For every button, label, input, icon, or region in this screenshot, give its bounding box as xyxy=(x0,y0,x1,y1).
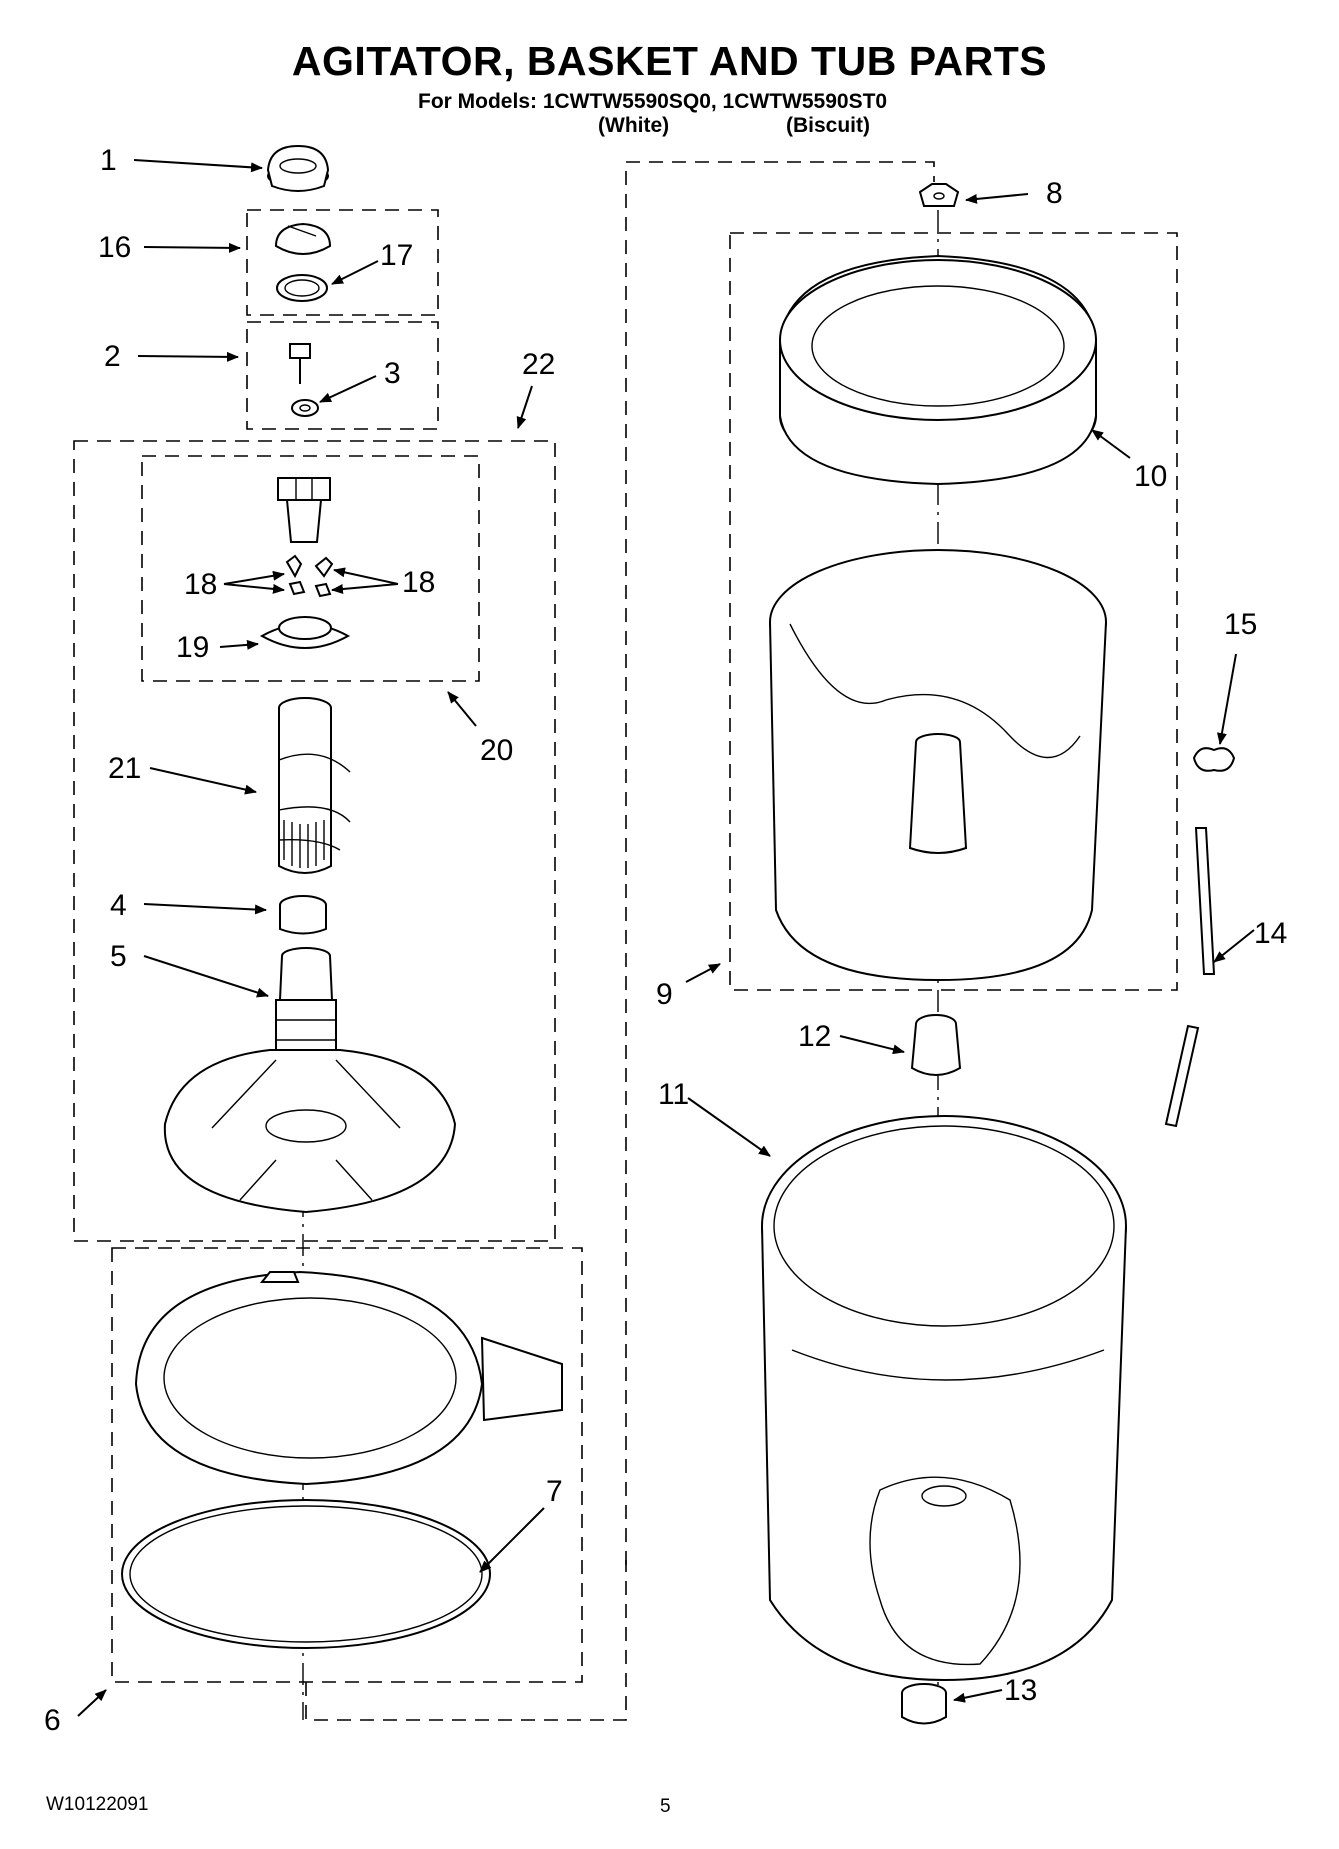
part-10-balance-ring xyxy=(779,254,1097,486)
part-5-drive-hub xyxy=(275,947,337,1061)
part-6-tub-ring xyxy=(134,1270,563,1486)
assembly-connector-line xyxy=(625,161,935,1565)
part-21-auger xyxy=(278,697,351,874)
callout-22: 22 xyxy=(522,348,555,381)
part-16-cap-insert xyxy=(274,222,332,255)
model-color-white: (White) xyxy=(598,114,670,137)
group-box-20 xyxy=(141,455,480,682)
callout-11: 11 xyxy=(658,1078,689,1111)
model-color-biscuit: (Biscuit) xyxy=(786,114,870,137)
callout-15: 15 xyxy=(1224,608,1257,641)
callout-18-left: 18 xyxy=(184,568,217,601)
part-18-dogs xyxy=(285,554,334,598)
callout-14: 14 xyxy=(1254,917,1287,950)
callout-21: 21 xyxy=(108,752,141,785)
callout-1: 1 xyxy=(100,144,117,177)
group-box-16-17 xyxy=(246,209,439,316)
page-number: 5 xyxy=(660,1796,671,1817)
callout-18-right: 18 xyxy=(402,566,435,599)
group-box-2-3 xyxy=(246,321,439,430)
leader-arrows xyxy=(77,159,1255,1717)
callout-3: 3 xyxy=(384,357,401,390)
callout-17: 17 xyxy=(380,239,413,272)
callout-19: 19 xyxy=(176,631,209,664)
group-box-9 xyxy=(729,232,1178,991)
callout-5: 5 xyxy=(110,940,127,973)
part-7-gasket xyxy=(121,1499,491,1649)
document-number: W10122091 xyxy=(46,1794,149,1815)
callout-10: 10 xyxy=(1134,460,1167,493)
models-line: For Models: 1CWTW5590SQ0, 1CWTW5590ST0 xyxy=(418,90,888,113)
part-11-outer-tub xyxy=(761,1115,1127,1682)
group-box-22 xyxy=(73,440,556,1242)
group-box-6 xyxy=(111,1247,583,1683)
callout-12: 12 xyxy=(798,1020,831,1053)
part-8-nut xyxy=(918,183,960,207)
page-title: AGITATOR, BASKET AND TUB PARTS xyxy=(291,38,1048,84)
part-4-drive-bell xyxy=(279,895,327,935)
callout-6: 6 xyxy=(44,1704,61,1737)
callout-8: 8 xyxy=(1046,177,1063,210)
part-1-agitator-cap xyxy=(266,144,330,192)
part-14-hose xyxy=(1164,827,1216,1128)
assembly-connector-line-bottom xyxy=(305,1560,627,1721)
part-19-cam-ring xyxy=(259,616,351,649)
part-13-spin-seal xyxy=(901,1683,947,1725)
part-3-washer xyxy=(291,399,319,417)
part-20-dog-cam xyxy=(277,477,331,543)
part-15-clamp xyxy=(1192,747,1236,772)
basket-base-plate xyxy=(163,1049,457,1214)
callout-20: 20 xyxy=(480,734,513,767)
callout-4: 4 xyxy=(110,889,127,922)
part-2-bolt xyxy=(289,343,311,384)
part-9-spin-basket xyxy=(769,549,1107,982)
callout-7: 7 xyxy=(546,1475,563,1508)
part-12-bearing-seal xyxy=(910,1014,962,1076)
callout-2: 2 xyxy=(104,340,121,373)
part-17-seal-ring xyxy=(276,274,328,302)
callout-16: 16 xyxy=(98,231,131,264)
callout-13: 13 xyxy=(1004,1674,1037,1707)
callout-9: 9 xyxy=(656,978,673,1011)
